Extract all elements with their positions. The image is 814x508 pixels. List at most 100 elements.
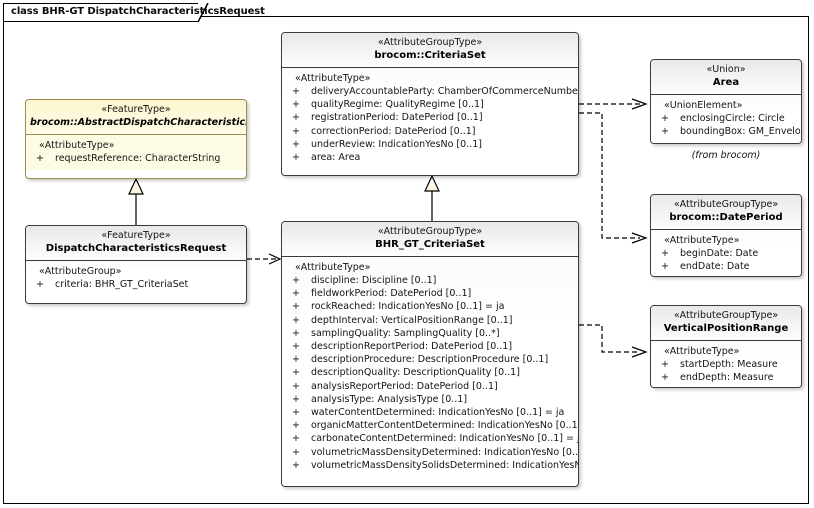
class-box-brocom-dateperiod[interactable]: «AttributeGroupType» brocom::DatePeriod … (650, 194, 802, 277)
class-body: «AttributeType» + requestReference: Chara… (26, 135, 246, 171)
attribute-text: analysisReportPeriod: DatePeriod [0..1] (311, 380, 498, 392)
attribute-text: fieldworkPeriod: DatePeriod [0..1] (311, 288, 472, 300)
attribute-row: + endDepth: Measure (653, 371, 799, 384)
attribute-row: + samplingQuality: SamplingQuality [0..*] (284, 327, 576, 340)
visibility-marker: + (36, 279, 44, 290)
attribute-row: + waterContentDetermined: IndicationYesNo… (284, 406, 576, 419)
visibility-marker: + (36, 153, 44, 164)
class-name: BHR_GT_CriteriaSet (375, 239, 485, 250)
attribute-row: + registrationPeriod: DatePeriod [0..1] (284, 111, 576, 124)
attribute-row: +endDate: Date (653, 260, 799, 273)
class-box-bhr-gt-criteriaset[interactable]: «AttributeGroupType» BHR_GT_CriteriaSet … (281, 221, 579, 487)
attribute-row: + requestReference: CharacterString (28, 152, 244, 165)
attribute-row: +enclosingCircle: Circle (653, 112, 799, 125)
attribute-group-label: «AttributeType» (295, 262, 371, 273)
attribute-text: beginDate: Date (680, 248, 759, 259)
attribute-group-label: «AttributeGroup» (39, 266, 122, 277)
class-box-area[interactable]: «Union» Area «UnionElement» +enclosingCi… (650, 59, 802, 144)
attribute-group-label: «AttributeType» (295, 73, 371, 84)
attribute-row: +area: Area (284, 151, 576, 164)
attribute-row: + fieldworkPeriod: DatePeriod [0..1] (284, 287, 576, 300)
class-stereotype: «FeatureType» (101, 104, 171, 115)
class-name: VerticalPositionRange (663, 323, 789, 334)
class-body: «UnionElement» +enclosingCircle: Circle … (651, 95, 801, 143)
attribute-group-label: «AttributeType» (39, 140, 115, 151)
attribute-text: enclosingCircle: Circle (680, 113, 785, 124)
attribute-text: underReview: IndicationYesNo [0..1] (311, 138, 482, 150)
visibility-marker: + (292, 125, 300, 137)
attribute-text: qualityRegime: QualityRegime [0..1] (311, 99, 484, 111)
class-header: «AttributeGroupType» BHR_GT_CriteriaSet (282, 222, 578, 257)
attribute-row: +descriptionProcedure: DescriptionProced… (284, 353, 576, 366)
attribute-text: registrationPeriod: DatePeriod [0..1] (311, 112, 483, 124)
class-header: «FeatureType» DispatchCharacteristicsReq… (26, 226, 246, 261)
class-name: brocom::CriteriaSet (374, 50, 486, 61)
class-body: «AttributeGroup» + criteria: BHR_GT_Crite… (26, 261, 246, 297)
class-box-vertical-position-range[interactable]: «AttributeGroupType» VerticalPositionRan… (650, 305, 802, 388)
visibility-marker: + (292, 314, 300, 326)
class-stereotype: «FeatureType» (101, 230, 171, 241)
package-origin-note: (from brocom) (691, 150, 761, 161)
attribute-text: samplingQuality: SamplingQuality [0..*] (311, 327, 500, 339)
attribute-text: correctionPeriod: DatePeriod [0..1] (311, 125, 476, 137)
visibility-marker: + (292, 86, 300, 97)
attribute-row: +discipline: Discipline [0..1] (284, 274, 576, 287)
attribute-row: +descriptionQuality: DescriptionQuality … (284, 366, 576, 379)
visibility-marker: + (292, 367, 300, 379)
attribute-row: + analysisReportPeriod: DatePeriod [0..1] (284, 380, 576, 393)
class-box-brocom-criteriaset[interactable]: «AttributeGroupType» brocom::CriteriaSet… (281, 32, 579, 176)
attribute-row: + beginDate: Date (653, 247, 799, 260)
visibility-marker: + (661, 261, 669, 273)
visibility-marker: + (661, 248, 669, 259)
visibility-marker: + (292, 301, 300, 313)
attribute-text: startDepth: Measure (680, 359, 778, 370)
attribute-text: analysisType: AnalysisType [0..1] (311, 393, 468, 405)
class-name: Area (712, 77, 740, 88)
attribute-text: requestReference: CharacterString (55, 153, 221, 164)
attribute-row: + correctionPeriod: DatePeriod [0..1] (284, 125, 576, 138)
attribute-row: +underReview: IndicationYesNo [0..1] (284, 138, 576, 151)
attribute-text: criteria: BHR_GT_CriteriaSet (55, 279, 189, 290)
attribute-text: deliveryAccountableParty: ChamberOfComme… (311, 86, 579, 97)
class-body: «AttributeType» +discipline: Discipline … (282, 257, 579, 478)
attribute-row: + criteria: BHR_GT_CriteriaSet (28, 278, 244, 291)
visibility-marker: + (292, 393, 300, 405)
visibility-marker: + (292, 420, 300, 432)
attribute-row: +depthInterval: VerticalPositionRange [0… (284, 314, 576, 327)
class-box-abstract-dispatch-characteristics-request[interactable]: «FeatureType» brocom::AbstractDispatchCh… (25, 99, 247, 179)
visibility-marker: + (292, 112, 300, 124)
diagram-title: class BHR-GT DispatchCharacteristicsRequ… (11, 6, 265, 17)
attribute-row: + carbonateContentDetermined: IndicationY… (284, 432, 579, 445)
visibility-marker: + (292, 459, 300, 471)
visibility-marker: + (292, 380, 300, 392)
attribute-row: + deliveryAccountableParty: ChamberOfComm… (284, 85, 579, 98)
visibility-marker: + (292, 288, 300, 300)
attribute-row: + descriptionReportPeriod: DatePeriod [0.… (284, 340, 576, 353)
attribute-text: area: Area (311, 152, 361, 164)
attribute-row: + analysisType: AnalysisType [0..1] (284, 393, 576, 406)
class-box-dispatch-characteristics-request[interactable]: «FeatureType» DispatchCharacteristicsReq… (25, 225, 247, 304)
attribute-text: carbonateContentDetermined: IndicationYe… (311, 433, 579, 445)
class-header: «AttributeGroupType» brocom::CriteriaSet (282, 33, 578, 68)
class-body: «AttributeType» + startDepth: Measure + en… (651, 341, 801, 387)
class-stereotype: «AttributeGroupType» (673, 310, 779, 321)
attribute-text: discipline: Discipline [0..1] (311, 275, 437, 286)
attribute-row: + rockReached: IndicationYesNo [0..1] = j… (284, 300, 576, 313)
attribute-text: descriptionReportPeriod: DatePeriod [0..… (311, 341, 513, 353)
attribute-text: rockReached: IndicationYesNo [0..1] = ja (311, 301, 505, 313)
attribute-row: +organicMatterContentDetermined: Indicat… (284, 419, 578, 432)
visibility-marker: + (661, 372, 669, 384)
visibility-marker: + (661, 359, 669, 370)
attribute-text: waterContentDetermined: IndicationYesNo … (311, 407, 565, 419)
attribute-text: volumetricMassDensityDetermined: Indicat… (311, 446, 578, 458)
attribute-text: boundingBox: GM_Envelope (680, 126, 802, 138)
visibility-marker: + (292, 407, 300, 419)
attribute-group-label: «AttributeType» (664, 346, 740, 357)
attribute-group-label: «AttributeType» (664, 235, 740, 246)
visibility-marker: + (292, 327, 300, 339)
class-header: «FeatureType» brocom::AbstractDispatchCh… (26, 100, 246, 135)
visibility-marker: + (292, 341, 300, 353)
attribute-text: endDepth: Measure (680, 372, 774, 384)
visibility-marker: + (292, 433, 300, 445)
